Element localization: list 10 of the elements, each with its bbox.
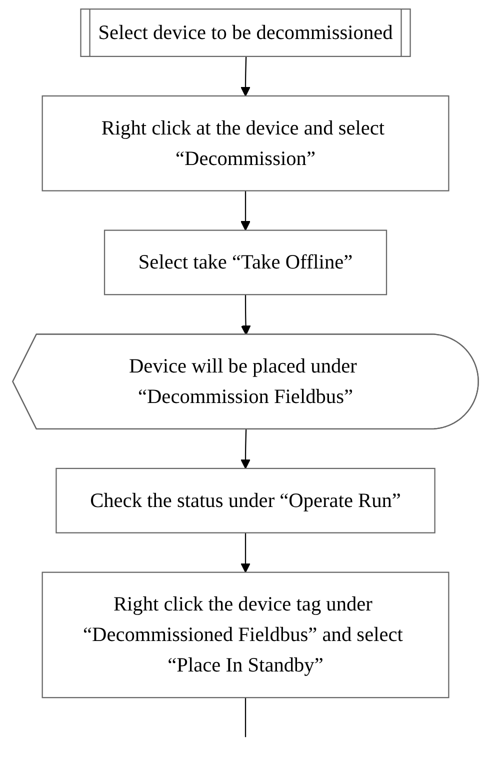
arrow [240, 532, 250, 573]
node-box: Select take “Take Offline” [104, 230, 388, 296]
node-box: Check the status under “Operate Run” [56, 468, 436, 534]
arrow [240, 430, 250, 469]
arrow [240, 294, 251, 336]
node-box: Right click at the device and select “Decommission” [42, 95, 450, 192]
node-box: Right click the device tag under “Decommissioned Fieldbus” and select “Place In Standby” [42, 572, 450, 698]
arrow [240, 190, 250, 231]
arrow [240, 56, 250, 96]
connector [244, 698, 246, 738]
